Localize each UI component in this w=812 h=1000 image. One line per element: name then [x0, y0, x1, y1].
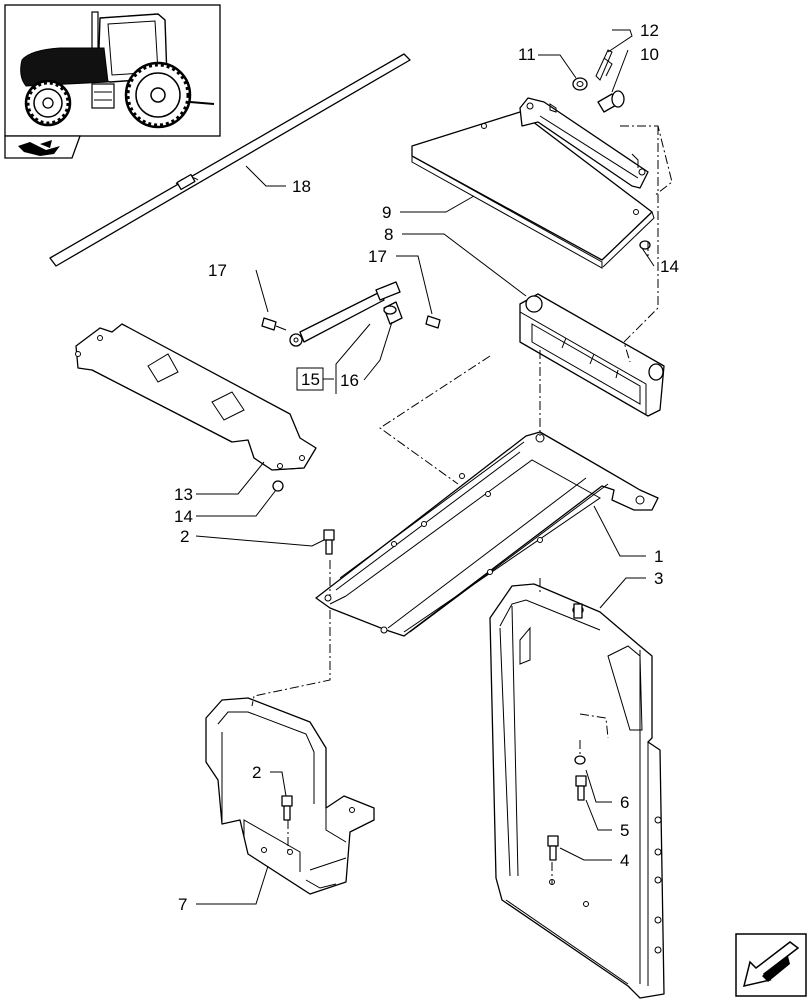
part-9-flap-plate — [411, 97, 655, 269]
callout-1: 1 — [654, 547, 663, 566]
leader-lines — [195, 29, 655, 905]
part-2-bolt-top — [323, 529, 335, 555]
callout-2-top: 2 — [180, 527, 189, 546]
callout-7: 7 — [178, 895, 187, 914]
callout-14-top: 14 — [660, 257, 679, 276]
callout-15: 15 — [301, 370, 320, 389]
callout-13: 13 — [174, 485, 193, 504]
callout-6: 6 — [620, 793, 629, 812]
callout-9: 9 — [382, 203, 391, 222]
part-18-strap — [49, 53, 411, 267]
part-11-washer — [572, 77, 588, 91]
part-1-main-frame — [315, 431, 659, 637]
assembly-lines — [251, 125, 673, 884]
part-8-hinge-block — [519, 293, 665, 417]
callout-11: 11 — [518, 45, 536, 64]
callout-3: 3 — [654, 569, 663, 588]
callout-12: 12 — [640, 21, 659, 40]
part-6-washer — [574, 755, 586, 765]
part-14-washer-bottom — [272, 480, 284, 492]
part-17-ball-stud-right — [425, 315, 441, 329]
callout-10: 10 — [640, 45, 659, 64]
callout-labels: 18 11 12 10 9 8 14 17 17 15 16 13 14 2 1… — [174, 21, 679, 914]
part-4-bolt — [547, 835, 559, 861]
part-2-bolt-bottom — [281, 795, 293, 821]
part-5-bolt — [575, 775, 587, 801]
part-16-gas-strut — [289, 281, 403, 347]
callout-4: 4 — [620, 851, 629, 870]
callout-17-right: 17 — [368, 247, 387, 266]
part-3-support-column — [489, 583, 665, 999]
callout-15-box: 15 — [296, 367, 324, 391]
tractor-thumbnail-icon — [4, 4, 221, 137]
part-17-ball-stud-left — [261, 317, 287, 331]
book-arrow-icon[interactable] — [4, 135, 81, 159]
callout-8: 8 — [384, 225, 393, 244]
part-10-pin — [597, 90, 625, 113]
callout-2-bottom: 2 — [252, 763, 261, 782]
callout-14-bottom: 14 — [174, 507, 193, 526]
callout-5: 5 — [620, 821, 629, 840]
callout-16: 16 — [340, 371, 359, 390]
callout-17-left: 17 — [208, 261, 227, 280]
part-13-bracket-plate — [75, 323, 317, 471]
part-12-clip — [595, 49, 613, 81]
callout-18: 18 — [292, 177, 311, 196]
next-page-arrow-icon[interactable] — [735, 933, 807, 997]
